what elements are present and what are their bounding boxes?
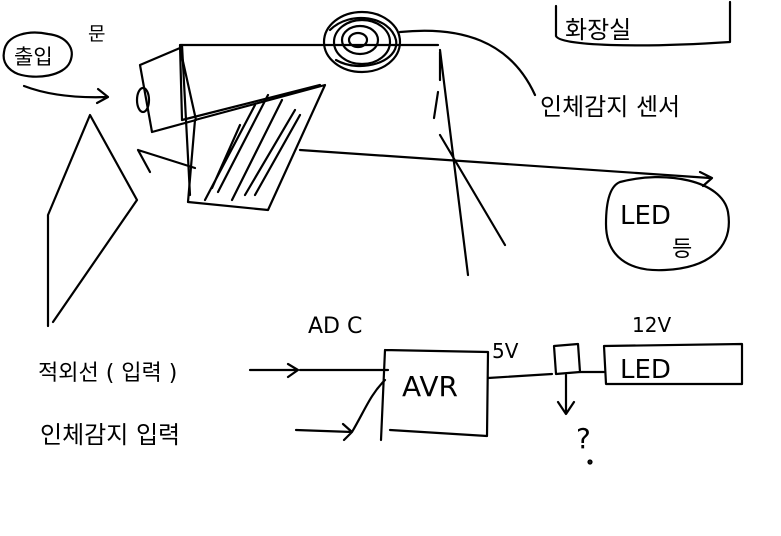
- led-lamp-bubble: LED 등: [604, 176, 730, 272]
- ir-input-label: 적외선 ( 입력 ): [38, 361, 177, 386]
- voltage-12v-label: 12V: [632, 313, 671, 337]
- ceiling-lines: [178, 43, 507, 277]
- ir-input-arrow: [248, 362, 300, 379]
- led-box: LED: [602, 342, 744, 386]
- entrance-bubble: 출입: [2, 31, 73, 78]
- motion-sensor: [322, 10, 402, 74]
- sensor-callout-line: [398, 29, 537, 97]
- question-mark: ?: [576, 422, 591, 455]
- door-label: 문: [88, 23, 105, 45]
- entrance-arrow: [22, 84, 110, 105]
- motion-sensor-label: 인체감지 센서: [540, 93, 680, 121]
- ir-beam-area: [180, 43, 327, 212]
- led-box-label: LED: [620, 355, 671, 385]
- motion-input-label: 인체감지 입력: [40, 421, 180, 449]
- led-lamp-label: LED: [620, 201, 671, 231]
- avr-box: AVR: [379, 348, 490, 442]
- door-shape: [46, 113, 139, 328]
- relay-switch: ?: [552, 342, 593, 465]
- entrance-label: 출입: [14, 45, 53, 69]
- beam-to-door-arrow: [136, 148, 197, 174]
- restroom-label: 화장실: [565, 16, 631, 44]
- avr-label: AVR: [402, 370, 458, 403]
- adc-label: AD C: [308, 314, 362, 339]
- motion-input-arrow: [294, 378, 387, 442]
- beam-to-led-line: [298, 148, 714, 188]
- led-lamp-sub-label: 등: [672, 237, 692, 262]
- restroom-box: 화장실: [554, 0, 732, 47]
- voltage-5v-label: 5V: [492, 339, 519, 363]
- avr-to-switch-line: [486, 372, 554, 380]
